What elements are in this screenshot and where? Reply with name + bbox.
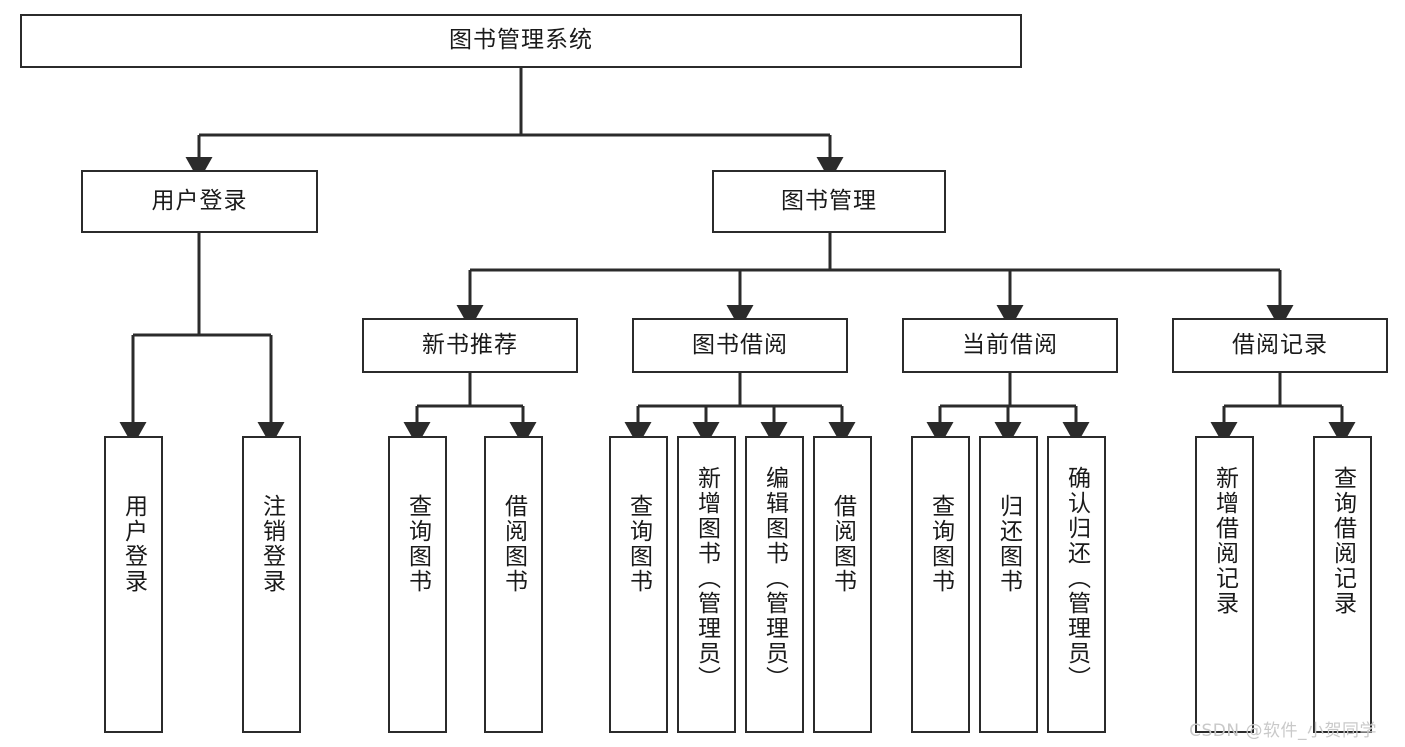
node-book-management-label: 图书管理 bbox=[781, 187, 877, 214]
node-user-login-label: 用户登录 bbox=[151, 187, 248, 214]
leaf-label: 查询图书 bbox=[927, 494, 954, 594]
leaf-label: 归还图书 bbox=[995, 494, 1022, 594]
leaf-current-borrow-query[interactable]: 查询图书 bbox=[911, 436, 970, 733]
watermark: CSDN @软件_小贺同学 bbox=[1189, 721, 1377, 741]
leaf-label: 编辑图书（管理员） bbox=[761, 466, 788, 691]
leaf-label: 查询图书 bbox=[625, 494, 652, 594]
leaf-current-borrow-confirm[interactable]: 确认归还（管理员） bbox=[1047, 436, 1106, 733]
leaf-new-book-query[interactable]: 查询图书 bbox=[388, 436, 447, 733]
node-borrow-record[interactable]: 借阅记录 bbox=[1172, 318, 1388, 373]
leaf-user-login-logout[interactable]: 注销登录 bbox=[242, 436, 301, 733]
leaf-label: 查询图书 bbox=[404, 494, 431, 594]
leaf-label: 用户登录 bbox=[120, 494, 147, 594]
leaf-label: 查询借阅记录 bbox=[1329, 466, 1356, 616]
leaf-user-login-signin[interactable]: 用户登录 bbox=[104, 436, 163, 733]
leaf-borrow-record-add[interactable]: 新增借阅记录 bbox=[1195, 436, 1254, 733]
node-user-login[interactable]: 用户登录 bbox=[81, 170, 318, 233]
leaf-book-borrow-lend[interactable]: 借阅图书 bbox=[813, 436, 872, 733]
node-new-book-recommend[interactable]: 新书推荐 bbox=[362, 318, 578, 373]
leaf-borrow-record-query[interactable]: 查询借阅记录 bbox=[1313, 436, 1372, 733]
node-new-book-recommend-label: 新书推荐 bbox=[422, 331, 518, 358]
leaf-label: 借阅图书 bbox=[829, 494, 856, 594]
leaf-label: 借阅图书 bbox=[500, 494, 527, 594]
leaf-book-borrow-query[interactable]: 查询图书 bbox=[609, 436, 668, 733]
leaf-label: 新增图书（管理员） bbox=[693, 466, 720, 691]
node-current-borrow[interactable]: 当前借阅 bbox=[902, 318, 1118, 373]
leaf-book-borrow-edit[interactable]: 编辑图书（管理员） bbox=[745, 436, 804, 733]
node-root-label: 图书管理系统 bbox=[449, 27, 593, 54]
node-book-borrow-label: 图书借阅 bbox=[692, 331, 788, 358]
leaf-new-book-borrow[interactable]: 借阅图书 bbox=[484, 436, 543, 733]
node-book-borrow[interactable]: 图书借阅 bbox=[632, 318, 848, 373]
leaf-label: 注销登录 bbox=[258, 494, 285, 594]
node-current-borrow-label: 当前借阅 bbox=[962, 331, 1058, 358]
node-book-management[interactable]: 图书管理 bbox=[712, 170, 946, 233]
node-borrow-record-label: 借阅记录 bbox=[1232, 331, 1328, 358]
leaf-label: 新增借阅记录 bbox=[1211, 466, 1238, 616]
leaf-current-borrow-return[interactable]: 归还图书 bbox=[979, 436, 1038, 733]
leaf-book-borrow-add[interactable]: 新增图书（管理员） bbox=[677, 436, 736, 733]
node-root[interactable]: 图书管理系统 bbox=[20, 14, 1022, 68]
leaf-label: 确认归还（管理员） bbox=[1063, 466, 1090, 691]
